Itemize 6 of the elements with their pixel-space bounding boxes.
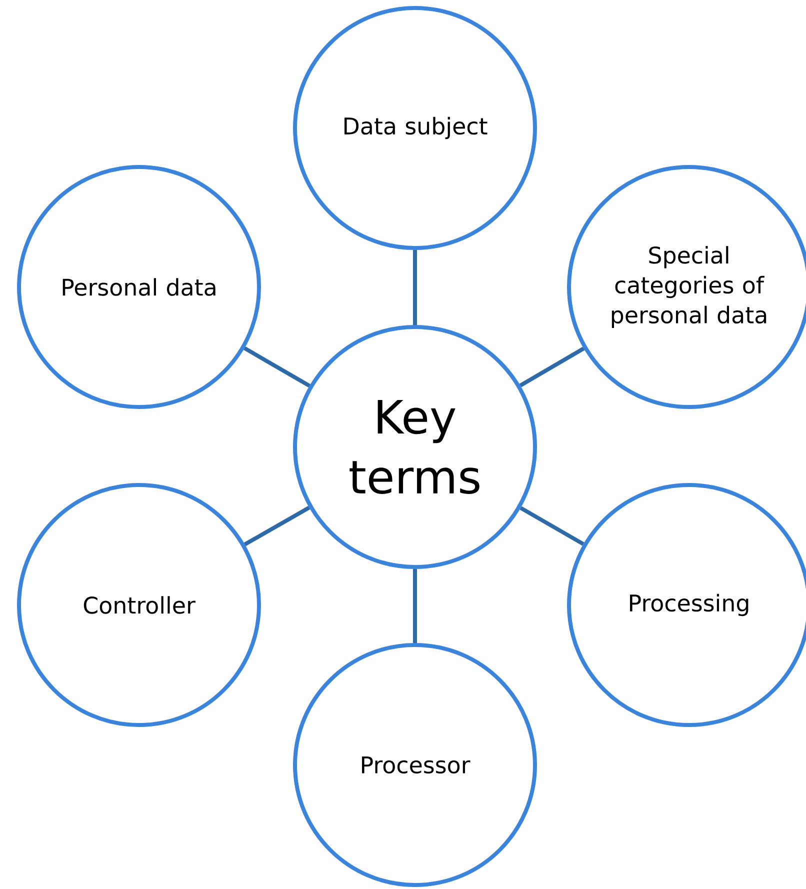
connector-line [244,506,310,546]
connector-line [519,346,585,388]
connector-line [520,506,584,546]
connector-line [413,569,417,643]
connector-line [413,250,417,325]
connector-line [244,346,310,388]
